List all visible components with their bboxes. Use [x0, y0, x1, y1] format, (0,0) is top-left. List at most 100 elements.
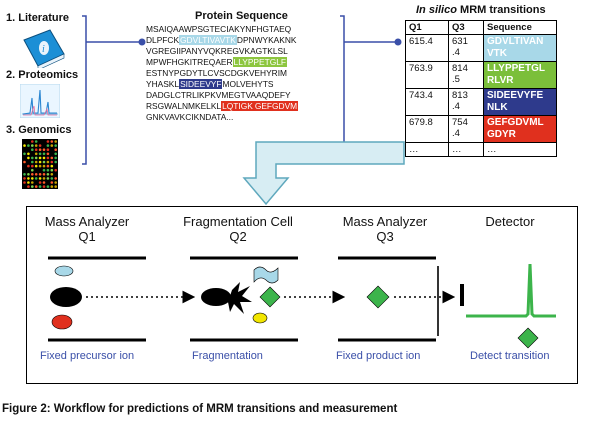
- microarray-spot: [31, 152, 34, 156]
- mrm-cell-sequence: …: [483, 142, 557, 157]
- microarray-spot: [23, 148, 26, 151]
- microarray-spot: [42, 181, 46, 184]
- microarray-spot: [46, 144, 50, 147]
- mrm-cell-q3: 754 .4: [448, 115, 484, 143]
- fragment-yellow: [252, 312, 268, 324]
- microarray-spot: [34, 177, 38, 180]
- microarray-spot: [27, 177, 30, 180]
- microarray-spot: [46, 156, 50, 160]
- mrm-row: ………: [405, 142, 557, 157]
- microarray-spot: [34, 152, 38, 156]
- microarray-spot: [23, 144, 26, 147]
- stage-q3-caption: Fixed product ion: [336, 350, 421, 362]
- mrm-cell-q3: 631 .4: [448, 34, 484, 62]
- mrm-cell-q3: …: [448, 142, 484, 157]
- microarray-spot: [54, 173, 57, 176]
- detector-trace: [466, 263, 556, 318]
- microarray-spot: [46, 164, 50, 168]
- microarray-spot: [34, 156, 38, 160]
- sequence-line: MSAIQAAWPSGTECIAKYNFHGTAEQ: [146, 24, 336, 35]
- mrm-header-row: Q1 Q3 Sequence: [405, 20, 557, 35]
- microarray-spot: [42, 156, 46, 160]
- microarray-spot: [46, 140, 50, 143]
- sequence-line: YHASKLSIDEEVYFMOLVEHYTS: [146, 79, 336, 90]
- microarray-spot: [31, 177, 34, 180]
- microarray-spot: [54, 148, 57, 151]
- sequence-segment: RSGWALNMKELKL: [146, 101, 222, 111]
- microarray-spot: [23, 168, 26, 172]
- microarray-spot: [34, 164, 38, 168]
- q3-rods: [338, 256, 436, 342]
- q1-rods: [48, 256, 146, 342]
- microarray-spot: [50, 177, 54, 180]
- microarray-spot: [54, 156, 57, 160]
- mrm-cell-q1: 743.4: [405, 88, 449, 116]
- sequence-line: ESTNYPGDYTLCVSCDGKVEHYRIM: [146, 68, 336, 79]
- microarray-spot: [27, 181, 30, 184]
- sequence-line: VGREGIIPANYVQKREGVKAGTKLSL: [146, 46, 336, 57]
- microarray-spot: [50, 148, 54, 151]
- microarray-spot: [23, 177, 26, 180]
- flow-arrow: [242, 141, 405, 206]
- mrm-cell-q3: 814 .5: [448, 61, 484, 89]
- sequence-segment: MOLVEHYTS: [222, 79, 274, 89]
- microarray-spot: [50, 181, 54, 184]
- microarray-spot: [34, 140, 38, 143]
- microarray-spot: [38, 185, 42, 188]
- microarray-spot: [23, 185, 26, 188]
- fragment-flag: [253, 266, 279, 284]
- microarray-spot: [46, 185, 50, 188]
- microarray-spot: [34, 160, 38, 164]
- microarray-spot: [42, 144, 46, 147]
- microarray-spot: [27, 173, 30, 176]
- microarray-spot: [38, 177, 42, 180]
- microarray-spot: [34, 181, 38, 184]
- microarray-spot: [31, 160, 34, 164]
- microarray-spot: [54, 168, 57, 172]
- sequence-segment: VGREGIIPANYVQKREGVKAGTKLSL: [146, 46, 288, 56]
- ion-precursor: [50, 287, 82, 307]
- microarray-spot: [46, 148, 50, 151]
- sequence-segment: MPWFHGKITREQAER: [146, 57, 233, 67]
- microarray-spot: [42, 185, 46, 188]
- microarray-spot: [50, 164, 54, 168]
- ion-red: [51, 314, 73, 330]
- sequence-segment: GNKVAVKCIKNDATA...: [146, 112, 234, 122]
- ion-cyan: [54, 265, 74, 277]
- microarray-spot: [38, 148, 42, 151]
- highlighted-peptide: SIDEEVYF: [179, 79, 223, 89]
- microarray-spot: [42, 140, 46, 143]
- microarray-spot: [38, 164, 42, 168]
- stage-q2-caption: Fragmentation: [192, 350, 263, 362]
- highlighted-peptide: LLYPPETGLF: [232, 57, 287, 67]
- microarray-spot: [42, 173, 46, 176]
- microarray-spot: [50, 156, 54, 160]
- highlighted-peptide: GEFGDVM: [253, 101, 299, 111]
- source-genomics-label: 3. Genomics: [6, 124, 72, 136]
- microarray-spot: [42, 152, 46, 156]
- microarray-spot: [54, 185, 57, 188]
- source-proteomics-label: 2. Proteomics: [6, 69, 79, 81]
- ion-fragmenting: [201, 288, 231, 306]
- microarray-spot: [23, 140, 26, 143]
- mrm-cell-q1: 615.4: [405, 34, 449, 62]
- mrm-header-sequence: Sequence: [483, 20, 557, 35]
- microarray-spot: [54, 152, 57, 156]
- stage-detector-title: Detector: [485, 214, 535, 229]
- instrument-panel: [26, 206, 578, 384]
- microarray-spot: [27, 156, 30, 160]
- microarray-spot: [31, 144, 34, 147]
- stage-q2-title: Fragmentation Cell Q2: [183, 214, 293, 244]
- stage-q1-title: Mass Analyzer Q1: [44, 214, 130, 244]
- source-literature-label: 1. Literature: [6, 12, 69, 24]
- microarray-spot: [38, 173, 42, 176]
- mrm-cell-sequence: GDVLTIVAN VTK: [483, 34, 557, 62]
- microarray-spot: [23, 160, 26, 164]
- microarray-spot: [34, 185, 38, 188]
- microarray-spot: [42, 168, 46, 172]
- microarray-spot: [38, 181, 42, 184]
